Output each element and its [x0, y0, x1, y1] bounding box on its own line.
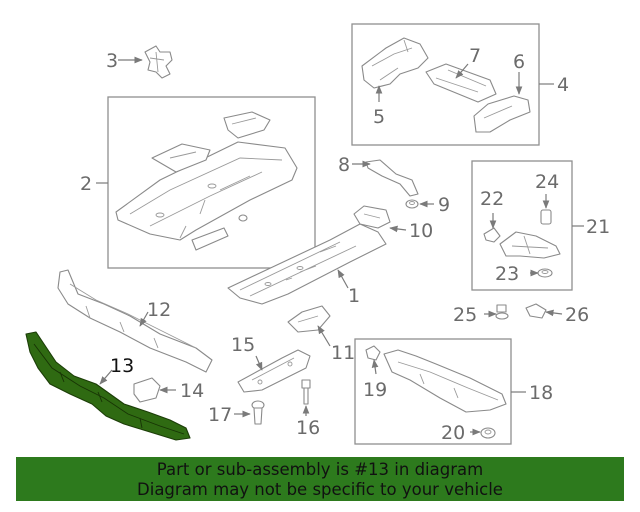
callout-17[interactable]: 17 [208, 404, 232, 426]
callout-7[interactable]: 7 [469, 45, 481, 67]
callout-11[interactable]: 11 [331, 342, 355, 364]
callout-25[interactable]: 25 [453, 304, 477, 326]
part-2-grommet [238, 214, 248, 222]
part-8-brace[interactable] [365, 159, 419, 197]
part-13-reinforcement-highlighted[interactable] [25, 331, 191, 441]
part-18-member[interactable] [383, 349, 507, 413]
part-2-floor-pan[interactable] [115, 141, 298, 241]
part-12-crossmember[interactable] [57, 269, 213, 373]
callout-6[interactable]: 6 [513, 51, 525, 73]
part-2-plate[interactable] [151, 143, 211, 173]
part-24-stud[interactable] [540, 209, 552, 225]
part-11-bracket[interactable] [287, 305, 331, 333]
part-26-clip[interactable] [525, 303, 547, 319]
part-9-nut[interactable] [405, 199, 419, 209]
part-6-member[interactable] [473, 95, 531, 133]
part-16-bolt[interactable] [301, 379, 311, 405]
part-22-clip[interactable] [483, 227, 501, 243]
callout-5[interactable]: 5 [373, 106, 385, 128]
parts-diagram: 1 2 3 4 5 6 7 8 9 10 11 12 13 14 15 16 1… [25, 23, 610, 445]
callout-9[interactable]: 9 [438, 194, 450, 216]
callout-18[interactable]: 18 [529, 382, 553, 404]
notice-line-1: Part or sub-assembly is #13 in diagram [156, 460, 484, 479]
part-21-bracket[interactable] [499, 231, 561, 259]
notice-line-2: Diagram may not be specific to your vehi… [137, 480, 503, 499]
part-23-grommet[interactable] [537, 268, 553, 278]
notice-banner: Part or sub-assembly is #13 in diagram D… [16, 457, 624, 501]
part-19-clip[interactable] [365, 345, 381, 361]
callout-1[interactable]: 1 [348, 285, 360, 307]
part-20-grommet[interactable] [480, 427, 496, 439]
part-10-plate[interactable] [353, 205, 391, 229]
callout-20[interactable]: 20 [441, 422, 465, 444]
callout-14[interactable]: 14 [180, 380, 204, 402]
callout-23[interactable]: 23 [495, 263, 519, 285]
part-3-clip[interactable] [144, 45, 173, 79]
part-7-member[interactable] [425, 63, 497, 103]
callout-4[interactable]: 4 [557, 74, 569, 96]
callout-10[interactable]: 10 [409, 220, 433, 242]
callout-21[interactable]: 21 [586, 216, 610, 238]
leader-lines [96, 56, 584, 436]
part-2-bracket-top[interactable] [223, 111, 271, 139]
part-17-pin[interactable] [251, 400, 265, 425]
callout-3[interactable]: 3 [106, 50, 118, 72]
part-14-clip[interactable] [133, 377, 161, 403]
callout-15[interactable]: 15 [231, 334, 255, 356]
part-1-floor-panel[interactable] [227, 223, 387, 305]
callout-26[interactable]: 26 [565, 304, 589, 326]
part-15-bracket[interactable] [237, 349, 311, 393]
part-5-member[interactable] [361, 37, 429, 89]
callout-22[interactable]: 22 [480, 188, 504, 210]
part-2-small-bracket[interactable] [191, 227, 229, 251]
part-25-bolt[interactable] [495, 304, 509, 320]
callout-16[interactable]: 16 [296, 417, 320, 439]
callout-8[interactable]: 8 [338, 154, 350, 176]
callout-19[interactable]: 19 [363, 379, 387, 401]
callout-24[interactable]: 24 [535, 171, 559, 193]
callout-12[interactable]: 12 [147, 299, 171, 321]
callout-13[interactable]: 13 [110, 355, 134, 377]
callout-2[interactable]: 2 [80, 173, 92, 195]
